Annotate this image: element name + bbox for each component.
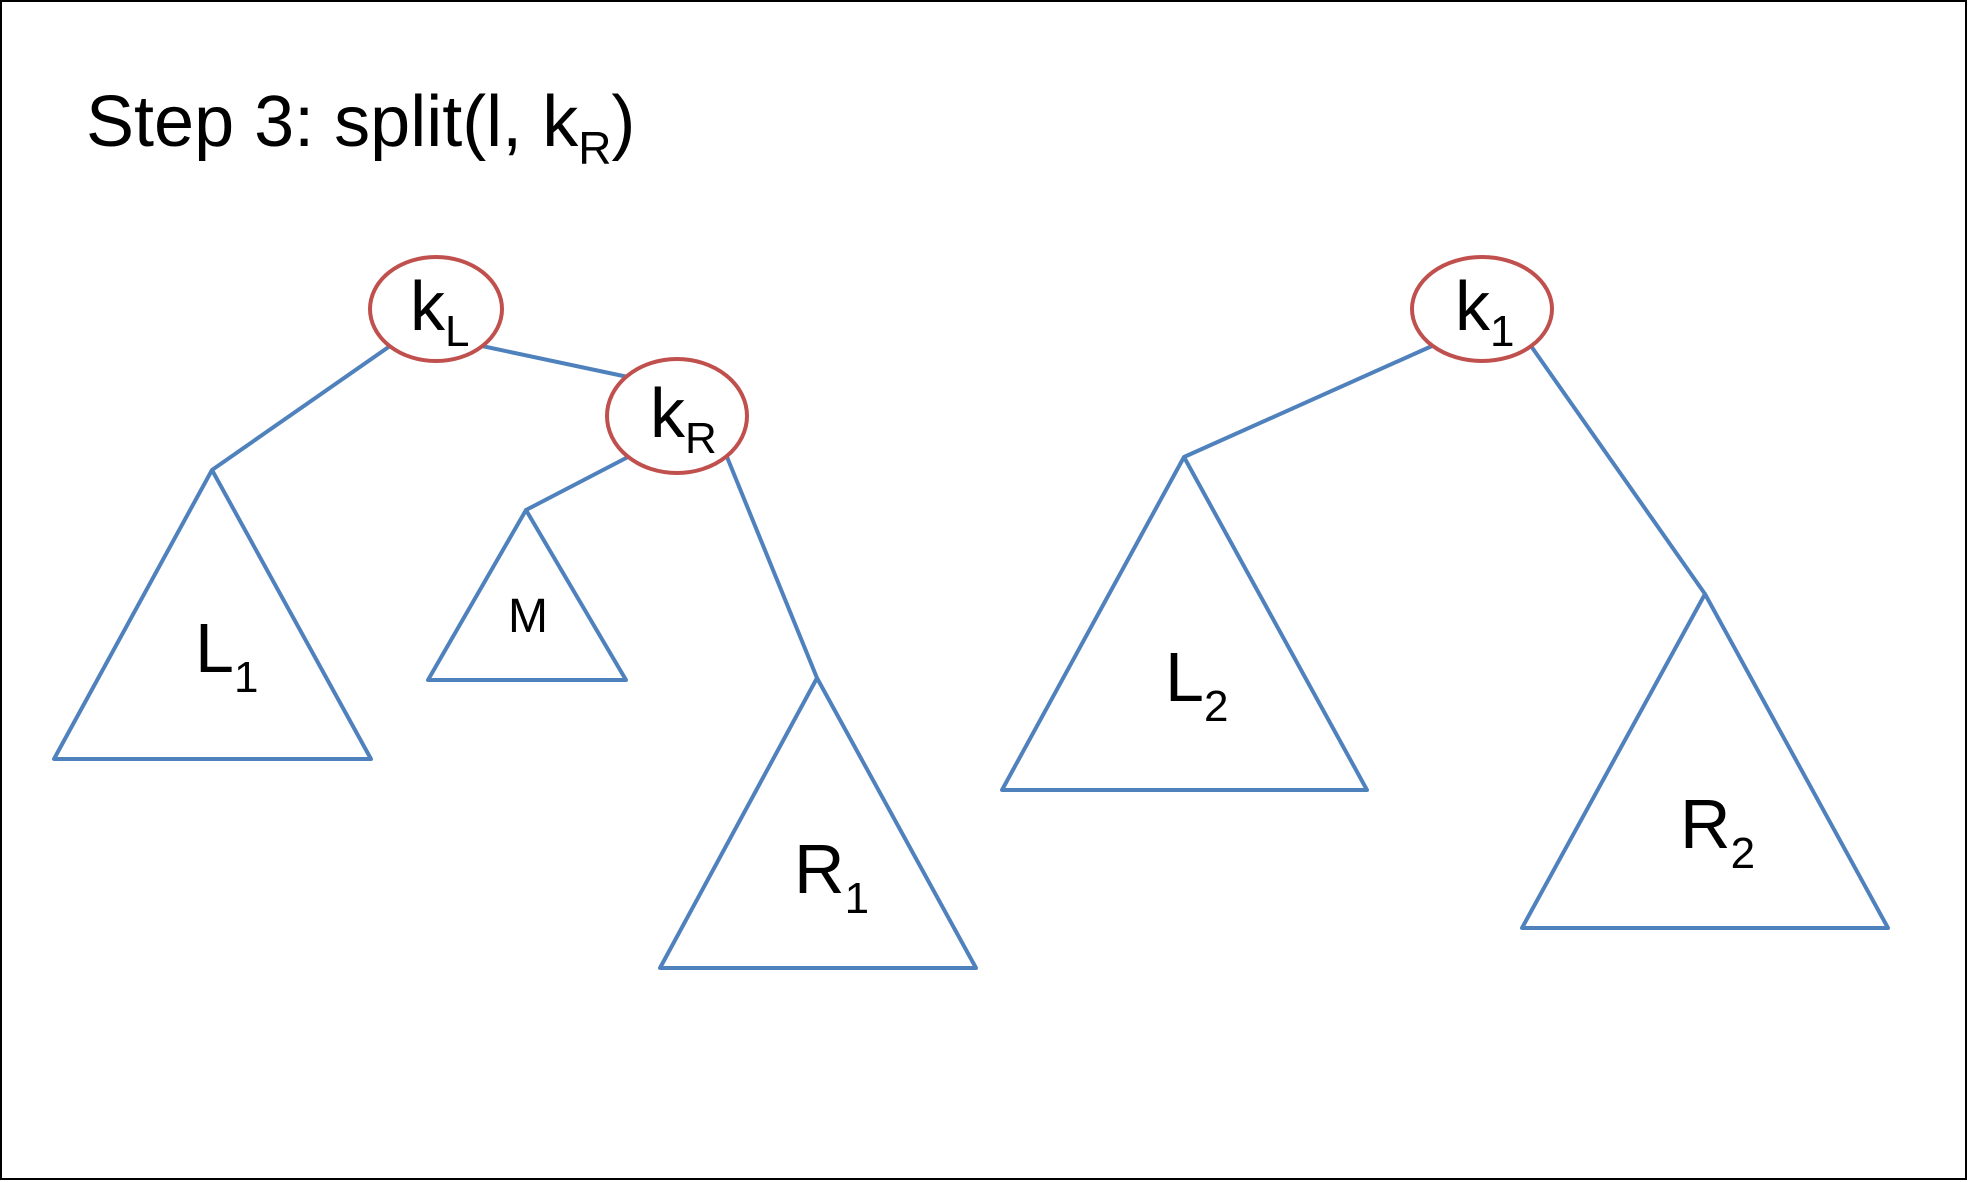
subtree-L1-triangle xyxy=(52,468,373,761)
tree-nodes xyxy=(368,255,1554,475)
subtree-L2-triangle xyxy=(1000,455,1369,792)
diagram-title: Step 3: split(l, kR) xyxy=(86,82,635,174)
subtree-triangles xyxy=(52,455,1890,970)
title-close: ) xyxy=(611,82,635,162)
subtree-R2-label: R2 xyxy=(1680,785,1755,878)
node-kR-circle xyxy=(605,357,749,475)
edge-kL-kR xyxy=(481,344,629,379)
node-k1-label: k1 xyxy=(1455,267,1514,356)
node-kR-label: kR xyxy=(650,374,717,463)
subtree-M-label: M xyxy=(508,590,548,643)
edge-kL-L1 xyxy=(210,344,392,472)
edge-kR-R1 xyxy=(725,456,819,679)
title-main: Step 3: split(l, k xyxy=(86,82,579,162)
node-kL-circle xyxy=(368,255,504,363)
edge-k1-L2 xyxy=(1183,344,1433,459)
subtree-M-triangle xyxy=(426,508,628,682)
edge-k1-R2 xyxy=(1529,344,1707,596)
right-tree-edges xyxy=(1183,344,1707,596)
subtree-R2-triangle xyxy=(1520,592,1890,930)
subtree-R1-triangle xyxy=(658,676,978,970)
subtree-L1-label: L1 xyxy=(195,609,258,702)
edge-kR-M xyxy=(525,455,629,512)
left-tree-edges xyxy=(210,344,819,679)
node-kL-label: kL xyxy=(410,267,469,356)
node-k1-circle xyxy=(1410,255,1554,363)
subtree-R1-label: R1 xyxy=(794,830,869,923)
subtree-L2-label: L2 xyxy=(1165,638,1228,731)
title-subscript: R xyxy=(578,122,611,174)
